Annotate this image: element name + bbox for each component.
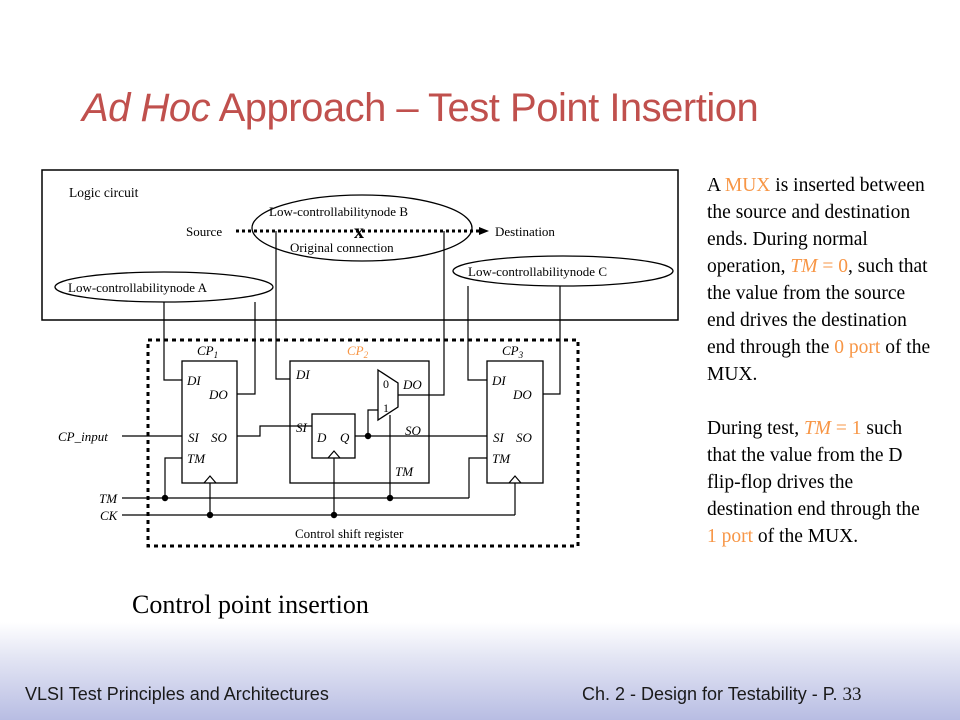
highlight-text: MUX [724, 175, 771, 196]
shift-register-label: Control shift register [295, 526, 404, 541]
body-text: of the MUX. [753, 526, 859, 547]
body-text: , such that the value from the source en… [707, 256, 928, 358]
cp2-label: CP2 [347, 343, 369, 360]
footer-chapter: Ch. 2 - Design for Testability - P. [582, 684, 843, 704]
body-text: is inserted between the source and desti… [707, 175, 925, 277]
junction-dots [161, 432, 394, 519]
body-text: During test, [707, 418, 804, 439]
node-b-label: Low-controllabilitynode B [269, 204, 408, 219]
cp3-so: SO [516, 430, 533, 445]
node-a-label: Low-controllabilitynode A [68, 280, 208, 295]
title-italic: Ad Hoc [82, 86, 211, 130]
cp3-di: DI [491, 373, 506, 388]
dff-q: Q [340, 430, 350, 445]
logic-circuit-box [41, 169, 679, 321]
tm-signal-label: TM [99, 491, 118, 506]
cp-input-label: CP_input [58, 429, 108, 444]
explanation-text: A MUX is inserted between the source and… [707, 172, 933, 550]
cp3-clock-mark [508, 475, 522, 484]
cp1-so: SO [211, 430, 228, 445]
cp3-si: SI [493, 430, 505, 445]
shift-register-box [146, 338, 580, 548]
highlight-text: 1 port [707, 526, 754, 547]
title-rest: Approach – Test Point Insertion [210, 86, 759, 130]
slide-title: Ad Hoc Approach – Test Point Insertion [82, 86, 759, 131]
cp2-di: DI [295, 367, 310, 382]
footer-band [0, 622, 960, 720]
cp3-label: CP3 [502, 343, 524, 360]
node-c-label: Low-controllabilitynode C [468, 264, 607, 279]
node-c-ellipse [452, 255, 674, 287]
footer-chapter-page: Ch. 2 - Design for Testability - P. 33 [582, 684, 861, 706]
explanation-paragraph-test: During test, TM = 1 such that the value … [707, 415, 933, 550]
cp1-si: SI [188, 430, 200, 445]
mux [377, 368, 399, 422]
node-b-ellipse [251, 194, 473, 262]
source-label: Source [186, 224, 222, 239]
cp1-di: DI [186, 373, 201, 388]
highlight-text: = 1 [831, 418, 862, 439]
wires [122, 231, 561, 516]
figure-caption: Control point insertion [132, 590, 369, 619]
cp2-do: DO [402, 377, 422, 392]
body-text: of the MUX. [707, 337, 931, 385]
page-number: 33 [842, 684, 862, 705]
break-mark: x [354, 221, 364, 243]
explanation-paragraph-normal: A MUX is inserted between the source and… [707, 172, 933, 388]
cp2-tm: TM [395, 464, 414, 479]
dff-clock-mark [327, 450, 341, 459]
dff-d: D [316, 430, 327, 445]
cp1-clock-mark [203, 475, 217, 484]
cp3-do: DO [512, 387, 532, 402]
cp1-do: DO [208, 387, 228, 402]
cp1-tm: TM [187, 451, 206, 466]
destination-label: Destination [495, 224, 555, 239]
footer-course-title: VLSI Test Principles and Architectures [25, 684, 329, 704]
logic-circuit-label: Logic circuit [69, 185, 139, 200]
cp1-label: CP1 [197, 343, 218, 360]
highlight-text: = 0 [817, 256, 848, 277]
body-text: such that the value from the D flip-flop… [707, 418, 920, 520]
cp2-block [289, 360, 430, 484]
highlight-text: 0 port [834, 337, 881, 358]
cp2-si: SI [296, 420, 308, 435]
cp2-so: SO [405, 423, 422, 438]
highlight-text: TM [803, 418, 832, 439]
mux-port-1: 1 [383, 401, 389, 415]
body-text: A [707, 175, 725, 196]
cp3-tm: TM [492, 451, 511, 466]
original-connection-label: Original connection [290, 240, 394, 255]
mux-port-0: 0 [383, 377, 389, 391]
ck-signal-label: CK [100, 508, 119, 523]
highlight-text: TM [790, 256, 818, 277]
